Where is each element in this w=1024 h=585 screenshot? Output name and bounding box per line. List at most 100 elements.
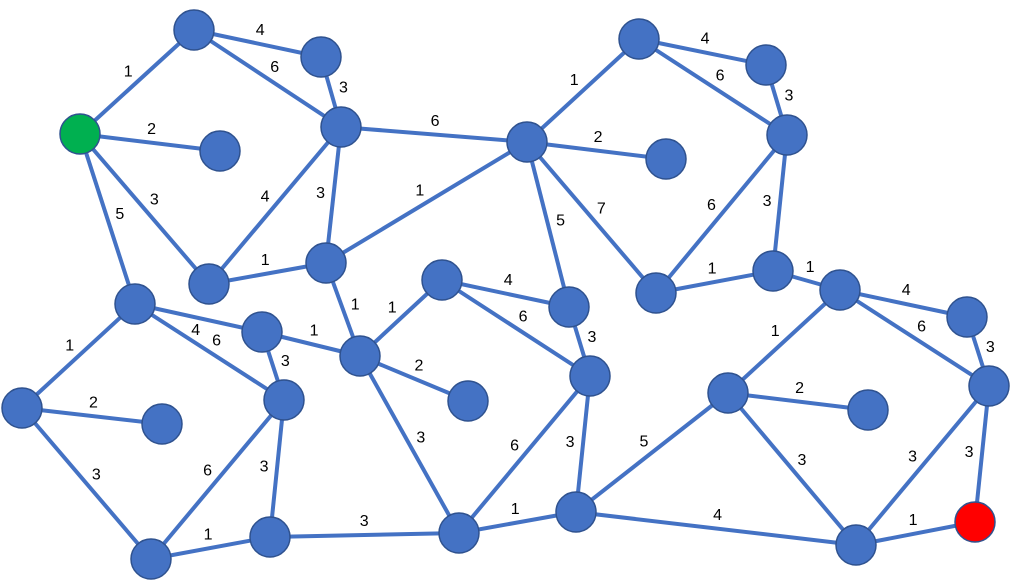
graph-node: [766, 114, 808, 156]
edge-weight-label: 1: [388, 300, 397, 317]
edge-J-R: [20, 406, 153, 561]
graph-node: [645, 138, 687, 180]
edge-G-E: [78, 132, 211, 286]
edge-weight-label: 1: [310, 323, 319, 340]
edge-AF-AH: [726, 391, 858, 547]
edge-weight-label: 3: [986, 339, 995, 356]
edge-weight-label: 3: [360, 513, 369, 530]
edge-weight-label: 6: [431, 113, 440, 130]
edge-weight-label: 1: [771, 323, 780, 340]
edge-weight-label: 5: [115, 206, 124, 223]
edge-Q-T: [457, 374, 592, 535]
edge-weight-label: 4: [261, 188, 270, 205]
graph-node: [745, 44, 787, 86]
edge-weight-label: 2: [89, 394, 98, 411]
edge-weight-label: 2: [415, 358, 424, 375]
edge-A-D: [192, 28, 343, 129]
edge-D-E: [207, 125, 343, 286]
graph-node: [249, 516, 291, 558]
edge-weight-label: 3: [316, 185, 325, 202]
graph-node: [305, 242, 347, 284]
edge-A-B: [193, 28, 322, 59]
nodes-layer: [1, 9, 1010, 580]
graph-node: [618, 18, 660, 60]
edge-weight-label: 2: [147, 121, 156, 138]
edge-weight-label: 2: [594, 129, 603, 146]
edge-weight-label: 3: [763, 193, 772, 210]
edge-weight-label: 6: [212, 332, 221, 349]
edge-X-Z: [637, 37, 789, 137]
edge-weight-label: 3: [150, 192, 159, 209]
edge-V-AA: [525, 140, 658, 295]
edge-weight-label: 4: [902, 282, 911, 299]
graph-node: [300, 36, 342, 78]
edge-N-Q: [440, 278, 592, 378]
edge-U-AH: [575, 510, 857, 547]
edge-weight-label: 1: [708, 260, 717, 277]
start-node: [59, 113, 101, 155]
edge-M-T: [358, 355, 461, 534]
graph-node: [819, 269, 861, 311]
edge-H-I: [134, 302, 263, 334]
edge-weight-label: 1: [261, 252, 270, 269]
graph-node: [555, 491, 597, 533]
graph-node: [635, 272, 677, 314]
edge-weight-label: 3: [566, 434, 575, 451]
edge-weight-label: 3: [965, 444, 974, 461]
edge-weight-label: 1: [511, 501, 520, 518]
graph-node: [199, 130, 241, 172]
graph-node: [548, 286, 590, 328]
edge-AC-AF: [726, 288, 842, 395]
graph-node: [569, 355, 611, 397]
edge-Z-AB: [771, 134, 789, 272]
edge-weight-label: 1: [65, 338, 74, 355]
graph-node: [421, 259, 463, 301]
edge-weight-label: 5: [640, 433, 649, 450]
edge-G-C: [79, 132, 221, 153]
edge-AE-AI: [973, 385, 991, 523]
edge-H-L: [133, 302, 286, 402]
edge-F-V: [324, 140, 529, 265]
edge-weight-label: 6: [917, 318, 926, 335]
end-node: [954, 501, 996, 543]
edge-AF-AG: [727, 391, 869, 412]
graph-node: [847, 389, 889, 431]
graph-node: [707, 372, 749, 414]
edge-Q-U: [574, 375, 592, 513]
edge-weight-label: 3: [92, 466, 101, 483]
edge-weight-label: 3: [260, 458, 269, 475]
edge-weight-label: 1: [909, 512, 918, 529]
graph-node: [130, 538, 172, 580]
edge-weight-label: 2: [795, 380, 804, 397]
edge-weight-label: 1: [351, 296, 360, 313]
edge-weight-label: 1: [806, 259, 815, 276]
edge-weight-label: 6: [270, 59, 279, 76]
edge-V-W: [526, 140, 667, 161]
edge-weight-label: 1: [124, 64, 133, 81]
edge-D-V: [340, 125, 528, 144]
edge-L-R: [149, 398, 286, 561]
edge-weight-label: 6: [716, 67, 725, 84]
graph-node: [241, 311, 283, 353]
edge-AF-U: [574, 391, 730, 514]
edge-weight-label: 4: [701, 30, 710, 47]
edge-weight-label: 7: [597, 200, 606, 217]
edge-AE-AH: [854, 384, 991, 547]
edge-weight-label: 3: [784, 87, 793, 104]
edge-weight-label: 5: [556, 213, 565, 230]
graph-node: [188, 263, 230, 305]
edge-weight-label: 4: [504, 272, 513, 289]
edge-weight-label: 1: [570, 72, 579, 89]
edge-weight-label: 3: [416, 429, 425, 446]
graph-node: [1, 387, 43, 429]
graph-node: [438, 512, 480, 554]
edge-weight-label: 6: [519, 308, 528, 325]
graph-node: [263, 379, 305, 421]
edge-weight-label: 6: [510, 437, 519, 454]
edge-weight-label: 4: [256, 22, 265, 39]
edge-G-H: [78, 133, 137, 305]
edge-L-S: [268, 399, 286, 538]
edge-weight-label: 3: [587, 329, 596, 346]
edge-X-Y: [638, 37, 767, 67]
